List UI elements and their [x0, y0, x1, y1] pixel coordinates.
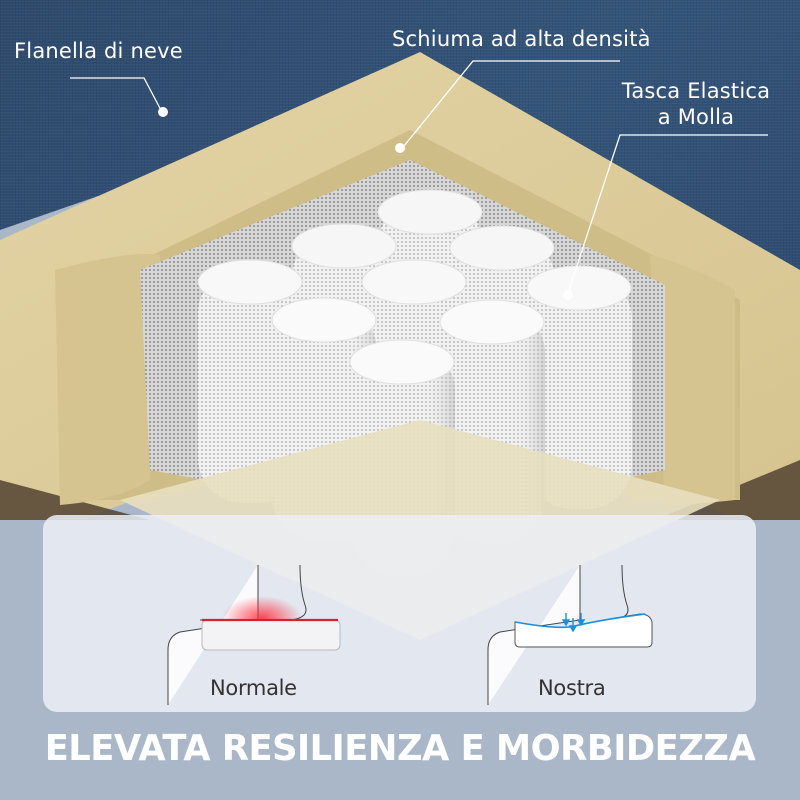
headline: ELEVATA RESILIENZA E MORBIDEZZA [44, 728, 756, 769]
pocket-spring-marker-dot [563, 290, 573, 300]
flannel-marker-dot [158, 107, 168, 117]
callout-pocket-spring-line2: a Molla [657, 105, 735, 129]
callout-pocket-spring-line1: Tasca Elastica [621, 79, 771, 103]
comparison-label-ours: Nostra [538, 676, 606, 700]
callout-pocket-spring: Tasca Elastica a Molla [606, 78, 786, 130]
normal-seat-diagram [167, 564, 341, 705]
foam-marker-dot [395, 143, 405, 153]
comparison-panel [43, 515, 756, 712]
ours-seat-diagram [487, 564, 653, 705]
pressure-relief-arrows-icon [561, 613, 586, 633]
comparison-label-normal: Normale [210, 676, 297, 700]
callout-leaders [70, 60, 768, 294]
callout-high-density-foam: Schiuma ad alta densità [392, 27, 651, 51]
callout-snow-flannel: Flanella di neve [14, 39, 183, 63]
